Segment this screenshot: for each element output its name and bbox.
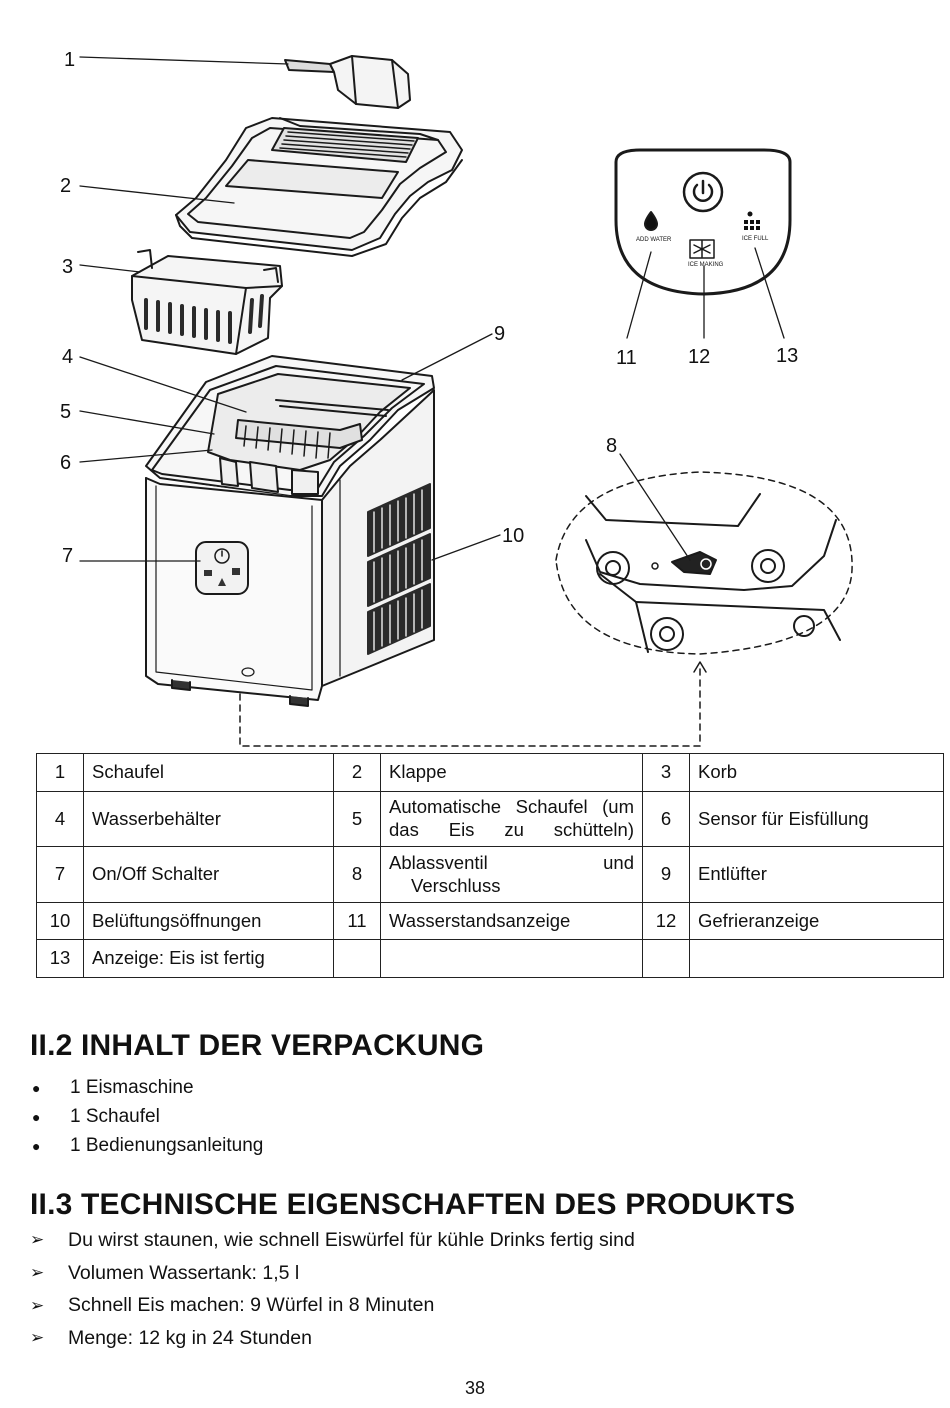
part-number: 8 (333, 846, 381, 903)
snowflake-icon (689, 239, 715, 259)
part-name: Klappe (380, 753, 643, 792)
part-name: Entlüfter (689, 846, 944, 903)
drain-valve-detail (555, 471, 853, 655)
bullet-icon: ● (32, 1108, 41, 1125)
callout-4: 4 (62, 346, 73, 368)
part-name-line2: Verschluss (411, 874, 501, 896)
ice-cubes-icon (744, 211, 760, 230)
callout-3: 3 (62, 256, 73, 278)
label-ice-full: ICE FULL (742, 236, 769, 242)
basket-icon (131, 249, 283, 355)
list-item: ●1 Bedienungsanleitung (32, 1134, 264, 1156)
label-ice-making: ICE MAKING (688, 262, 724, 268)
callout-13: 13 (776, 345, 798, 367)
power-button-icon (682, 171, 724, 213)
table-row: 13 Anzeige: Eis ist fertig (36, 939, 944, 978)
part-name: Korb (689, 753, 944, 792)
part-number: 5 (333, 791, 381, 847)
arrow-bullet-icon: ➢ (30, 1295, 45, 1315)
part-name-line1: Ablassventil und (389, 851, 634, 873)
part-name: Schaufel (83, 753, 334, 792)
part-number: 13 (36, 939, 84, 978)
part-number: 9 (642, 846, 690, 903)
page-number: 38 (464, 1378, 486, 1398)
part-number: 12 (642, 902, 690, 940)
callout-2: 2 (60, 175, 71, 197)
front-control-panel (195, 541, 249, 595)
part-number (333, 939, 381, 978)
label-add-water: ADD WATER (636, 237, 672, 243)
part-number: 1 (36, 753, 84, 792)
contents-list: ●1 Eismaschine ●1 Schaufel ●1 Bedienungs… (30, 1073, 263, 1160)
part-number: 10 (36, 902, 84, 940)
list-item: ●1 Schaufel (32, 1105, 160, 1127)
section-heading-contents: II.2 INHALT DER VERPACKUNG (30, 1029, 485, 1062)
arrow-bullet-icon: ➢ (30, 1328, 45, 1348)
part-name: Sensor für Eisfüllung (689, 791, 944, 847)
arrow-bullet-icon: ➢ (30, 1230, 45, 1250)
part-number: 3 (642, 753, 690, 792)
part-name: On/Off Schalter (83, 846, 334, 903)
bullet-icon: ● (32, 1079, 41, 1096)
callout-9: 9 (494, 323, 505, 345)
lid-icon (175, 117, 463, 257)
part-name: Automatische Schaufel (um das Eis zu sch… (380, 791, 643, 847)
list-item: ➢Du wirst staunen, wie schnell Eiswürfel… (30, 1228, 635, 1251)
list-item: ➢Menge: 12 kg in 24 Stunden (30, 1326, 312, 1349)
part-number: 2 (333, 753, 381, 792)
callout-10: 10 (502, 525, 524, 547)
parts-table: 1 Schaufel 2 Klappe 3 Korb 4 Wasserbehäl… (36, 753, 944, 978)
table-row: 4 Wasserbehälter 5 Automatische Schaufel… (36, 791, 944, 847)
table-row: 1 Schaufel 2 Klappe 3 Korb (36, 753, 944, 792)
part-number: 7 (36, 846, 84, 903)
part-number: 11 (333, 902, 381, 940)
table-row: 10 Belüftungsöffnungen 11 Wasserstandsan… (36, 902, 944, 940)
part-name: Ablassventil und Verschluss (380, 846, 643, 903)
part-name: Gefrieranzeige (689, 902, 944, 940)
list-item: ➢Schnell Eis machen: 9 Würfel in 8 Minut… (30, 1294, 435, 1317)
bullet-icon: ● (32, 1137, 41, 1154)
part-number (642, 939, 690, 978)
callout-11: 11 (616, 347, 637, 369)
callout-7: 7 (62, 545, 73, 567)
list-item: ➢Volumen Wassertank: 1,5 l (30, 1261, 300, 1284)
callout-8: 8 (606, 435, 617, 457)
list-item: ●1 Eismaschine (32, 1076, 194, 1098)
control-panel-detail (614, 148, 792, 296)
table-row: 7 On/Off Schalter 8 Ablassventil und Ver… (36, 846, 944, 903)
part-name: Belüftungsöffnungen (83, 902, 334, 940)
specs-list: ➢Du wirst staunen, wie schnell Eiswürfel… (30, 1224, 635, 1355)
part-name: Wasserbehälter (83, 791, 334, 847)
callout-12: 12 (688, 346, 710, 368)
part-number: 6 (642, 791, 690, 847)
part-name: Anzeige: Eis ist fertig (83, 939, 334, 978)
section-heading-specs: II.3 TECHNISCHE EIGENSCHAFTEN DES PRODUK… (30, 1188, 796, 1221)
part-number: 4 (36, 791, 84, 847)
part-name: Wasserstandsanzeige (380, 902, 643, 940)
callout-5: 5 (60, 401, 71, 423)
part-name (380, 939, 643, 978)
arrow-bullet-icon: ➢ (30, 1263, 45, 1283)
exploded-view-figure: 1 2 3 4 5 6 7 8 9 10 11 12 13 ADD WATER … (60, 49, 853, 747)
callout-1: 1 (64, 49, 75, 71)
scoop-icon (284, 55, 411, 109)
water-drop-icon (644, 211, 658, 231)
part-name (689, 939, 944, 978)
callout-6: 6 (60, 452, 71, 474)
ice-machine-body (145, 355, 435, 707)
